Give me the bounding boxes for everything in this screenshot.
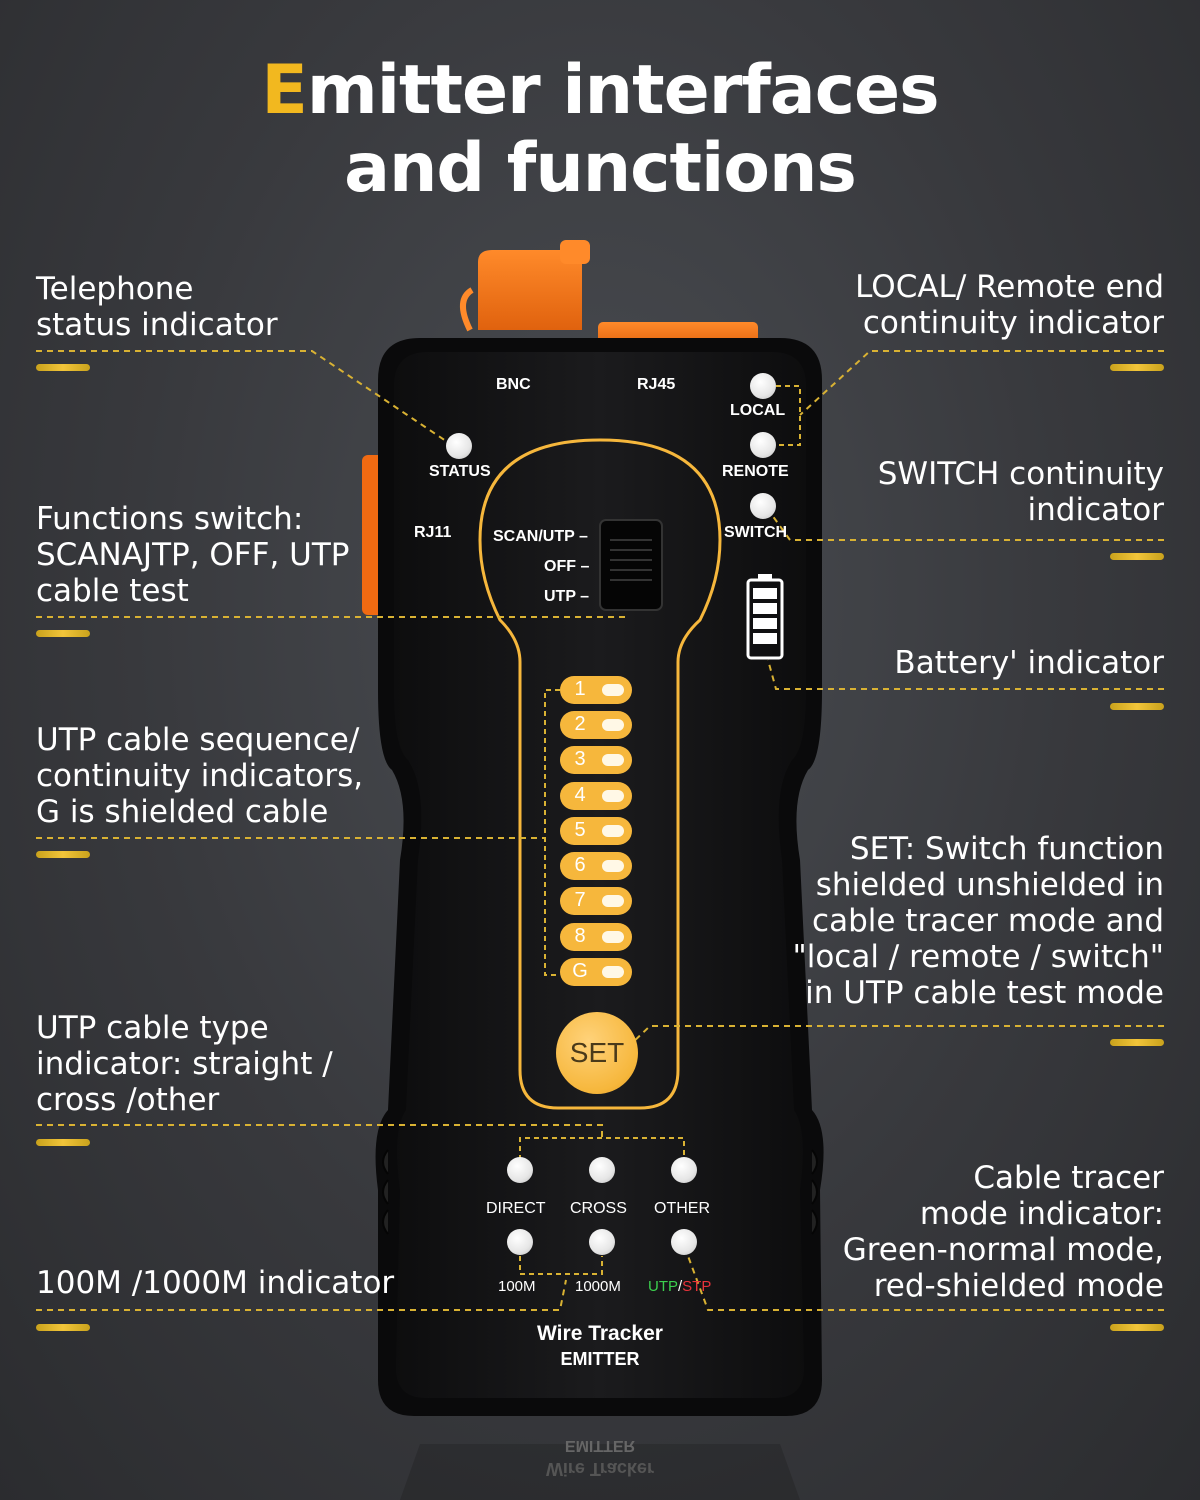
stp-label: STP — [682, 1278, 712, 1295]
callout-bar — [36, 851, 90, 858]
switch-led — [750, 493, 776, 519]
brand-model: EMITTER — [560, 1349, 640, 1369]
1000m-label: 1000M — [575, 1278, 621, 1295]
sequence-led-6: 6 — [560, 852, 632, 880]
bnc-cap — [560, 240, 590, 264]
100m-label: 100M — [498, 1278, 536, 1295]
title-line-1: Emitter interfaces — [0, 52, 1200, 130]
other-label: OTHER — [654, 1200, 710, 1217]
local-led-label: LOCAL — [730, 402, 786, 419]
title-accent-letter: E — [261, 51, 307, 130]
callout-battery: Battery' indicator — [894, 645, 1164, 681]
status-led-label: STATUS — [429, 463, 491, 480]
direct-led — [507, 1157, 533, 1183]
switch-position-utp: UTP – — [544, 588, 590, 605]
switch-grip — [610, 539, 652, 581]
reflection-model: EMITTER — [564, 1437, 636, 1454]
sequence-led-8: 8 — [560, 923, 632, 951]
sequence-led-4: 4 — [560, 782, 632, 810]
callout-bar — [36, 630, 90, 637]
title-line-1-rest: mitter interfaces — [306, 51, 940, 130]
sequence-led-3: 3 — [560, 746, 632, 774]
slide-switch — [599, 519, 663, 611]
mode-led — [671, 1229, 697, 1255]
utp-stp-separator: / — [678, 1278, 683, 1295]
sequence-led-5: 5 — [560, 817, 632, 845]
callout-bar — [36, 1324, 90, 1331]
callout-utp-sequence: UTP cable sequence/continuity indicators… — [36, 722, 364, 830]
grip-ridges — [382, 1149, 818, 1235]
callout-bar — [36, 1139, 90, 1146]
title-line-2: and functions — [344, 129, 857, 208]
cross-label: CROSS — [570, 1200, 627, 1217]
callout-bar — [1110, 1324, 1164, 1331]
switch-position-scan: SCAN/UTP – — [493, 528, 588, 545]
other-led — [671, 1157, 697, 1183]
callout-bar — [1110, 364, 1164, 371]
reflection-brand: Wire Tracker — [546, 1459, 654, 1479]
leader-lines — [36, 350, 1164, 1311]
rj11-label: RJ11 — [414, 524, 452, 541]
callout-bar — [1110, 1039, 1164, 1046]
switch-led-label: SWITCH — [724, 524, 788, 541]
utp-label: UTP — [648, 1278, 678, 1295]
1000m-led — [589, 1229, 615, 1255]
set-button[interactable]: SET — [556, 1012, 638, 1094]
remote-led-label: RENOTE — [722, 463, 789, 480]
sequence-led-g: G — [560, 958, 632, 986]
sequence-led-7: 7 — [560, 887, 632, 915]
callout-bar — [1110, 553, 1164, 560]
callout-bar — [1110, 703, 1164, 710]
brand-name: Wire Tracker — [537, 1322, 663, 1345]
status-led — [446, 433, 472, 459]
page-title: Emitter interfaces and functions — [0, 52, 1200, 208]
callout-bar — [36, 364, 90, 371]
bnc-label: BNC — [496, 376, 531, 393]
sequence-led-1: 1 — [560, 676, 632, 704]
callout-speed: 100M /1000M indicator — [36, 1265, 395, 1301]
cap-tether — [460, 287, 474, 332]
reflection — [400, 1444, 800, 1500]
switch-position-off: OFF – — [544, 558, 590, 575]
utp-stp-label: UTP/STP — [648, 1278, 711, 1295]
sequence-led-2: 2 — [560, 711, 632, 739]
rj45-label: RJ45 — [637, 376, 676, 393]
remote-led — [750, 432, 776, 458]
direct-label: DIRECT — [486, 1200, 546, 1217]
100m-led — [507, 1229, 533, 1255]
local-led — [750, 373, 776, 399]
cross-led — [589, 1157, 615, 1183]
device-brackets — [519, 385, 801, 1275]
bnc-connector — [478, 250, 582, 330]
keyhole-outline — [478, 438, 722, 1110]
